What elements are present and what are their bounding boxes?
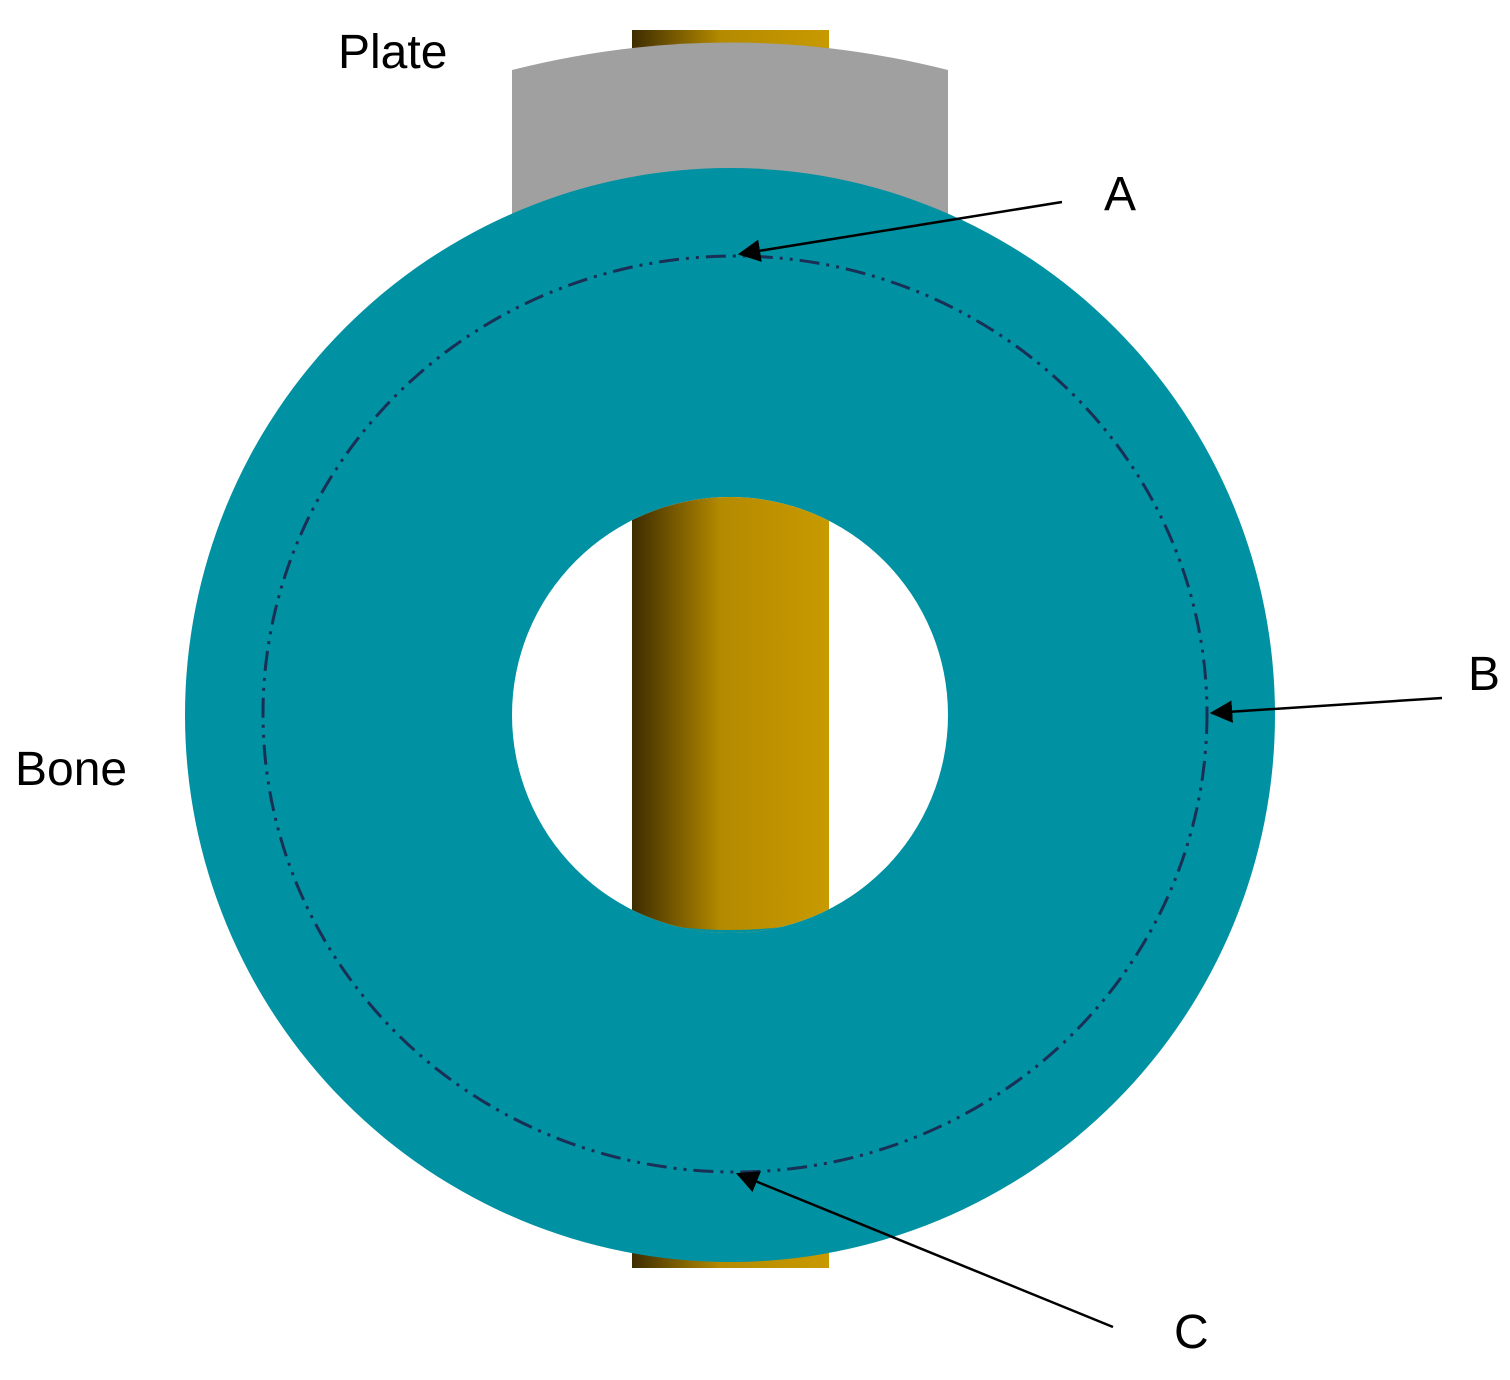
point-c-label: C	[1174, 1306, 1209, 1359]
point-b-label: B	[1468, 648, 1500, 701]
bone-ring	[185, 168, 1275, 1262]
plate-label: Plate	[338, 26, 447, 79]
screw-shaft	[632, 497, 829, 933]
arrow-b	[1209, 696, 1443, 723]
bone-label: Bone	[15, 743, 127, 796]
path-circle	[261, 254, 1209, 1174]
point-a-label: A	[1104, 168, 1136, 221]
arrow-a	[737, 200, 1063, 262]
arrow-c	[735, 1171, 1114, 1329]
